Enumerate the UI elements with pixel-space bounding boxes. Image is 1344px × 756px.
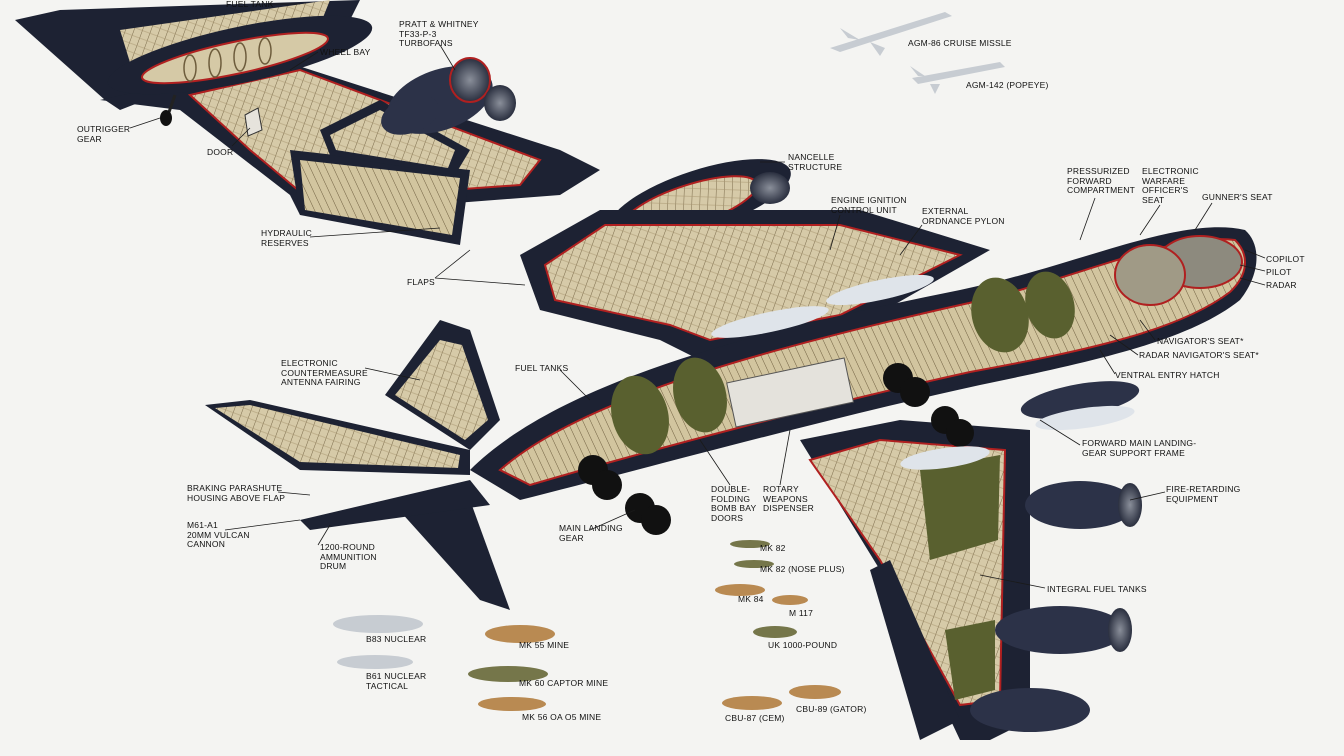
label-agm86: AGM-86 CRUISE MISSLE bbox=[908, 38, 1012, 48]
label-gunner-seat: GUNNER'S SEAT bbox=[1202, 192, 1273, 202]
agm142-missile bbox=[910, 62, 1005, 94]
label-radar-navigator-seat: RADAR NAVIGATOR'S SEAT* bbox=[1139, 350, 1259, 360]
label-mk55: MK 55 MINE bbox=[519, 640, 570, 650]
label-navigator-seat: NAVIGATOR'S SEAT* bbox=[1157, 336, 1244, 346]
label-b83: B83 NUCLEAR bbox=[366, 634, 427, 644]
label-agm142: AGM-142 (POPEYE) bbox=[966, 80, 1049, 90]
leader-lines bbox=[129, 3, 1266, 589]
label-ventral-hatch: VENTRAL ENTRY HATCH bbox=[1115, 370, 1220, 380]
tail bbox=[205, 320, 510, 610]
label-fuel-tank: FUEL TANK bbox=[226, 0, 274, 9]
label-copilot: COPILOT bbox=[1266, 254, 1305, 264]
label-integral-fuel-tanks: INTEGRAL FUEL TANKS bbox=[1047, 584, 1147, 594]
near-engines bbox=[970, 381, 1142, 732]
label-flaps: FLAPS bbox=[407, 277, 435, 287]
label-fuel-tanks: FUEL TANKS bbox=[515, 363, 569, 373]
near-wing bbox=[800, 420, 1030, 740]
label-forward-gear-frame: FORWARD MAIN LANDING-GEAR SUPPORT FRAME bbox=[1082, 438, 1197, 458]
label-uk1000: UK 1000-POUND bbox=[768, 640, 838, 650]
label-mk56: MK 56 OA O5 MINE bbox=[522, 712, 602, 722]
inner-wing bbox=[520, 210, 990, 360]
label-mk84: MK 84 bbox=[738, 594, 764, 604]
outrigger-gear bbox=[160, 94, 177, 126]
label-radar: RADAR bbox=[1266, 280, 1297, 290]
fuel-tank-pod bbox=[107, 15, 373, 95]
landing-gears bbox=[578, 363, 974, 535]
label-pilot: PILOT bbox=[1266, 267, 1292, 277]
label-m117: M 117 bbox=[789, 608, 813, 618]
agm86-missile bbox=[830, 12, 952, 56]
label-cbu89: CBU-89 (GATOR) bbox=[796, 704, 867, 714]
fuselage bbox=[470, 227, 1257, 500]
far-engines bbox=[381, 57, 516, 135]
label-cbu87: CBU-87 (CEM) bbox=[725, 713, 785, 723]
label-wheel-bay: WHEEL BAY bbox=[320, 47, 371, 57]
label-mk82: MK 82 bbox=[760, 543, 786, 553]
label-door: DOOR bbox=[207, 147, 234, 157]
label-mk82-nose: MK 82 (NOSE PLUS) bbox=[760, 564, 845, 574]
label-mk60: MK 60 CAPTOR MINE bbox=[519, 678, 609, 688]
bombs bbox=[333, 540, 841, 711]
wing-pylons bbox=[711, 274, 1135, 470]
